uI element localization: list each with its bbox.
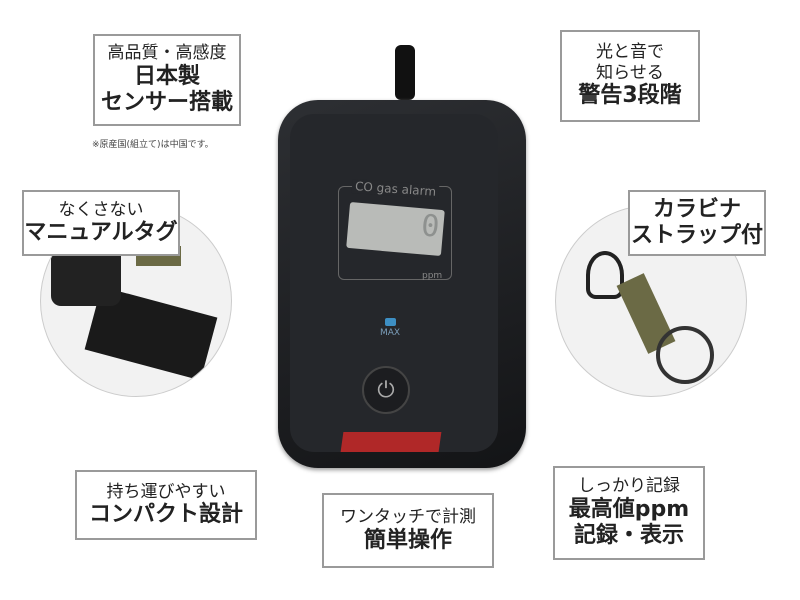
hanging-loop: [395, 45, 415, 100]
feature-portable: 持ち運びやすい コンパクト設計: [75, 470, 257, 540]
feature-onetouch: ワンタッチで計測 簡単操作: [322, 493, 494, 568]
feature-manual: なくさない マニュアルタグ: [22, 190, 180, 256]
feature-text: ワンタッチで計測: [340, 507, 476, 528]
feature-title: センサー搭載: [100, 90, 233, 116]
co-alarm-device: CO gas alarm 0 ppm MAX ⏻: [278, 100, 526, 468]
device-face: CO gas alarm 0 ppm MAX ⏻: [290, 114, 498, 452]
feature-title: ストラップ付: [630, 223, 763, 248]
feature-title: カラビナ: [652, 196, 741, 222]
feature-text: 高品質・高感度: [107, 43, 227, 64]
feature-title: 警告3段階: [578, 83, 682, 109]
power-icon: ⏻: [377, 377, 395, 403]
feature-title: 日本製: [133, 63, 200, 89]
feature-alarm: 光と音で 知らせる 警告3段階: [560, 30, 700, 122]
device-thumbnail: [51, 246, 121, 306]
feature-text: 持ち運びやすい: [106, 481, 226, 502]
carabiner-hook: [586, 251, 624, 299]
unit-label: ppm: [422, 271, 443, 281]
key-ring: [656, 326, 714, 384]
feature-text: なくさない: [58, 199, 144, 220]
alarm-light: [340, 432, 442, 452]
power-button[interactable]: ⏻: [362, 366, 410, 414]
origin-note: ※原産国(組立て)は中国です。: [92, 140, 214, 150]
feature-title: コンパクト設計: [88, 502, 243, 527]
feature-title: マニュアルタグ: [24, 220, 178, 245]
feature-text: しっかり記録: [578, 476, 680, 497]
max-label: MAX: [380, 328, 401, 338]
feature-carabiner: カラビナ ストラップ付: [628, 190, 766, 256]
feature-title: 簡単操作: [363, 527, 452, 553]
feature-quality: 高品質・高感度 日本製 センサー搭載: [93, 34, 241, 126]
feature-text: 知らせる: [596, 62, 664, 83]
max-led: [385, 318, 396, 326]
feature-record: しっかり記録 最高値ppm 記録・表示: [553, 466, 705, 560]
lcd-display: 0: [346, 201, 445, 257]
feature-title: 最高値ppm: [568, 496, 690, 522]
feature-text: 光と音で: [596, 42, 664, 63]
feature-title: 記録・表示: [573, 523, 684, 549]
